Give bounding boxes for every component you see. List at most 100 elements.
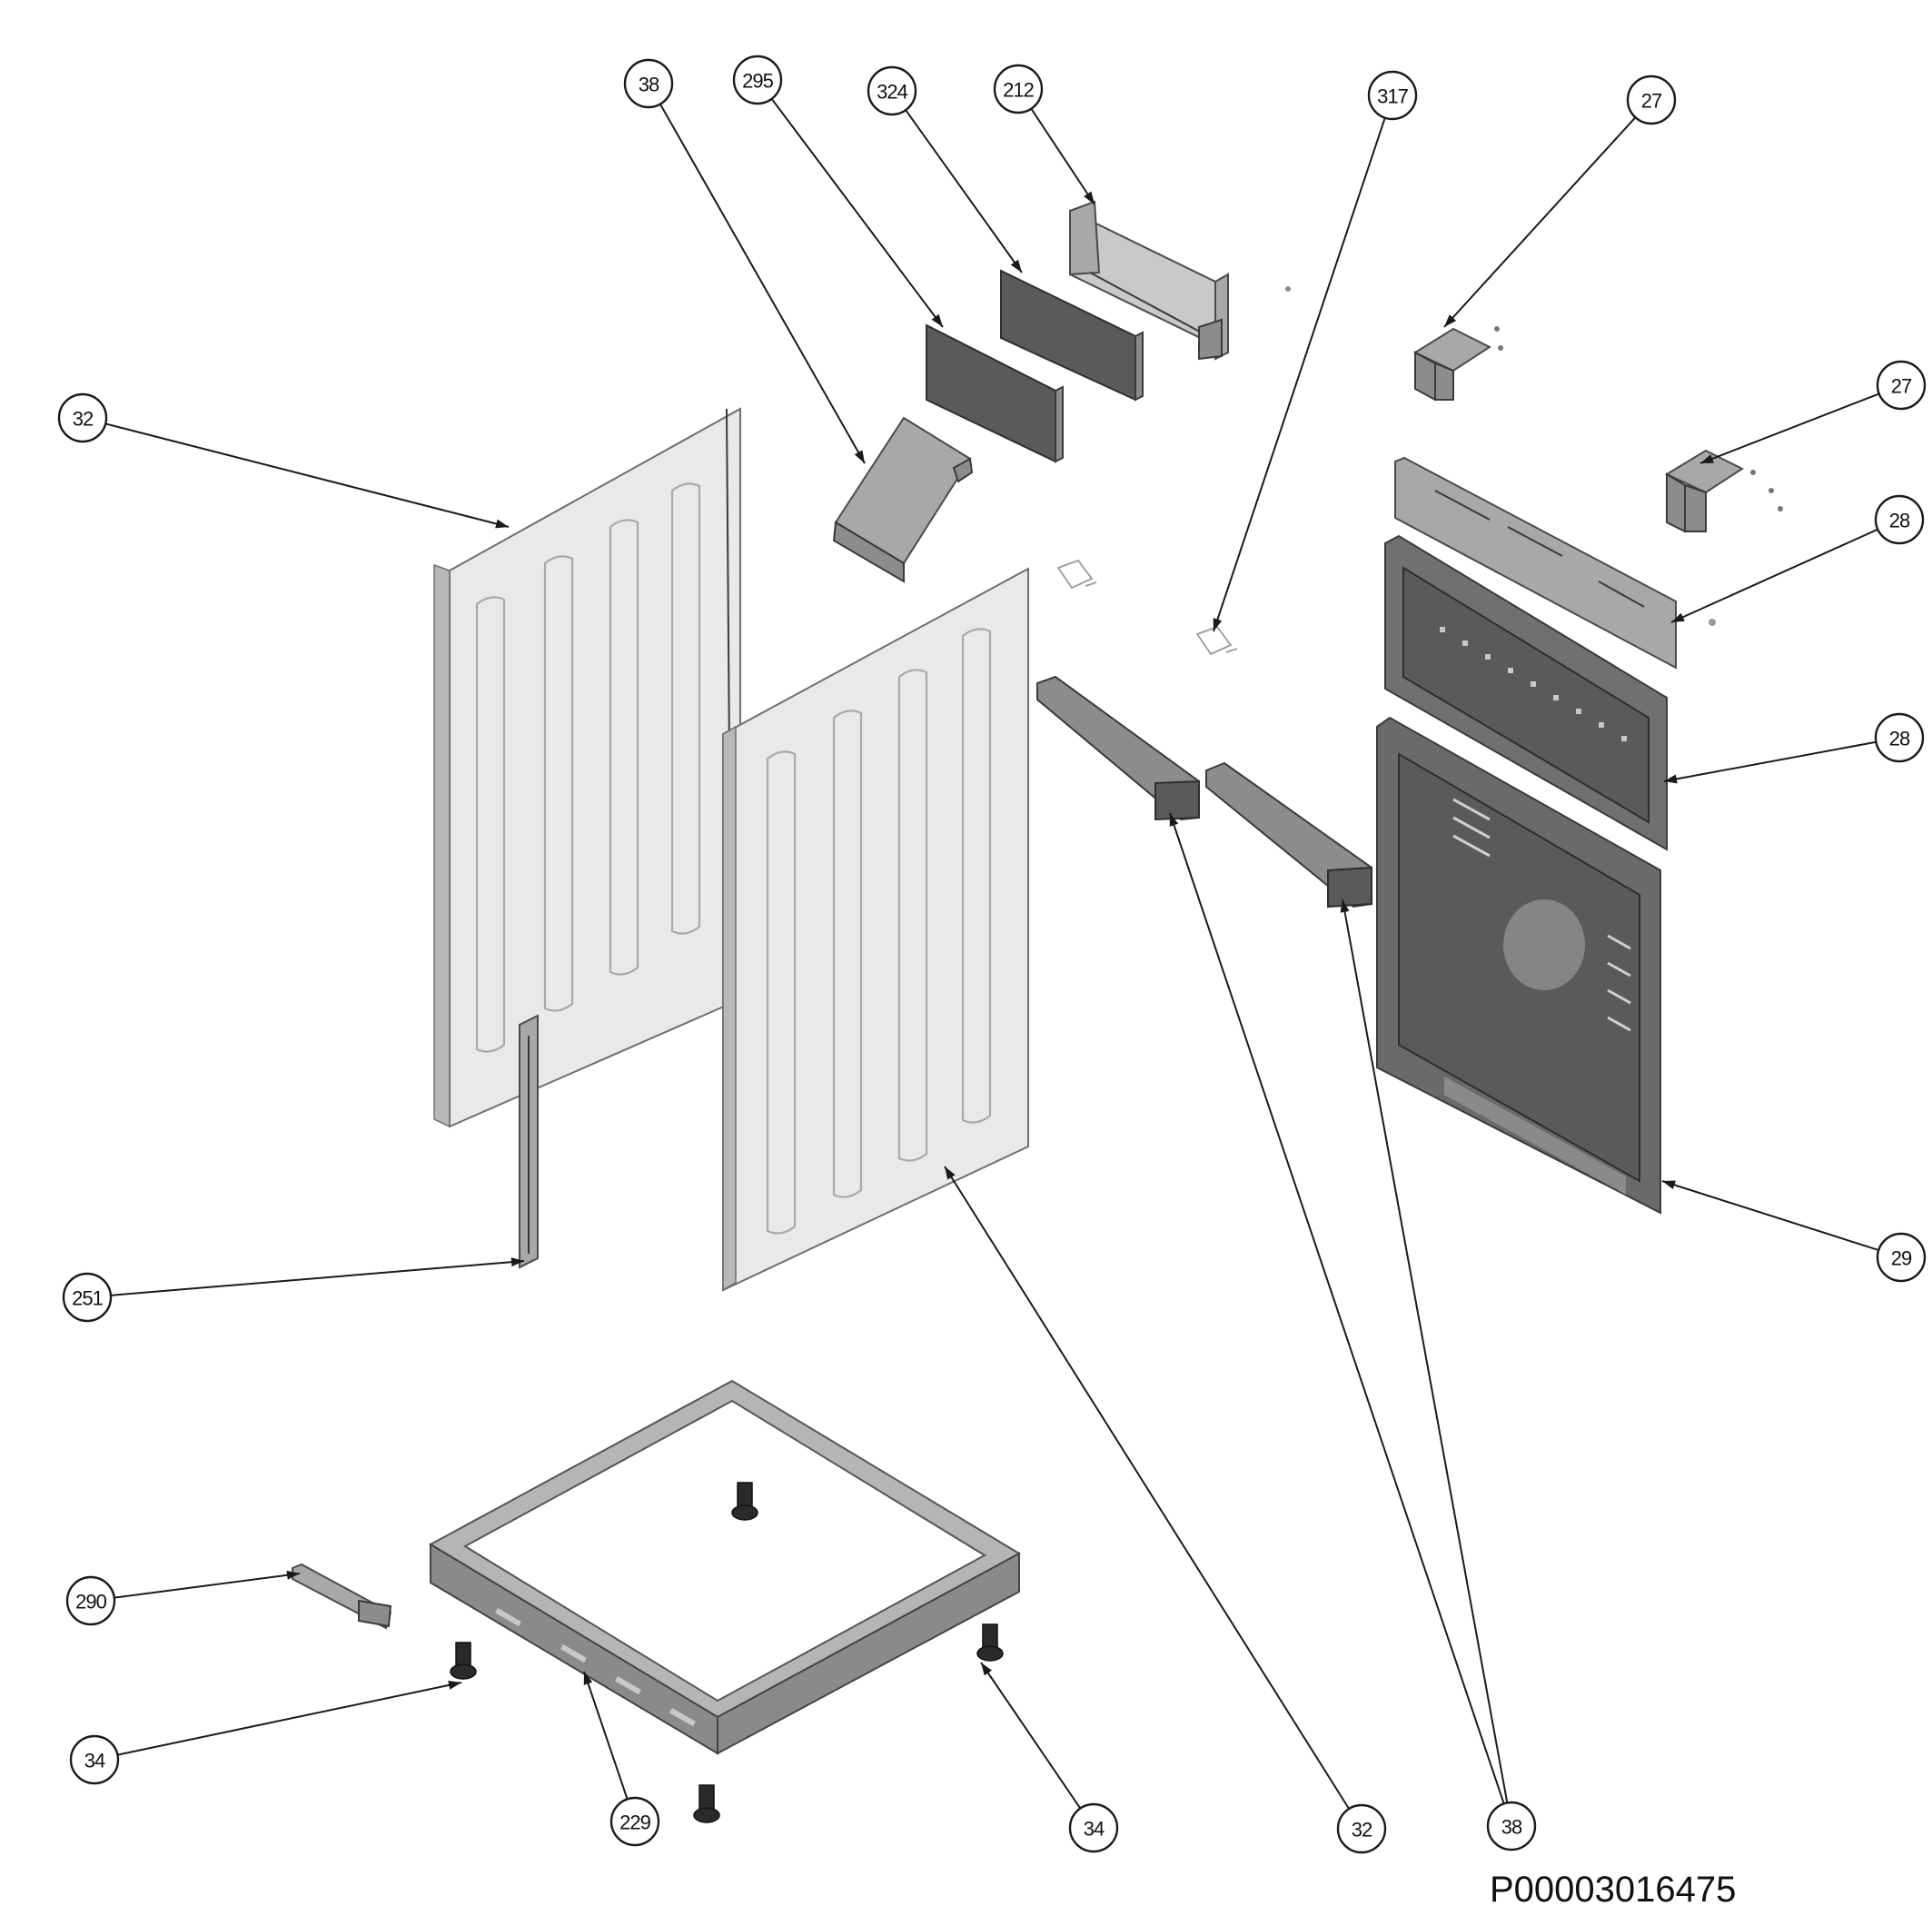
callout-circle [1486, 1801, 1537, 1851]
bracket-27-lower [1664, 449, 1783, 533]
callout-circle [65, 1575, 116, 1626]
callout-290: 290 [65, 1575, 116, 1626]
vertical-strip-251 [519, 1014, 539, 1269]
leader-arrow-32 [495, 519, 509, 529]
leader-lines [104, 98, 1880, 1810]
reference-code: P00003016475 [1490, 1870, 1737, 1910]
callout-number: 32 [1352, 1819, 1372, 1842]
right-side-panel [722, 567, 1029, 1292]
leader-line-38 [1342, 898, 1509, 1803]
leader-line-324 [905, 109, 1023, 273]
leader-arrow-212 [1084, 191, 1095, 204]
leader-arrow-290 [286, 1570, 300, 1580]
leader-line-29 [1661, 1180, 1879, 1252]
leader-line-32 [944, 1166, 1350, 1810]
leader-line-251 [110, 1260, 525, 1296]
callout-number: 295 [742, 70, 773, 93]
leader-line-34 [117, 1682, 462, 1756]
callout-number: 28 [1889, 728, 1910, 750]
callout-32: 32 [1336, 1803, 1387, 1854]
callout-labels: 38 295 324 212 317 27 27 28 28 29 32 251 290 34 229 34 3… [57, 55, 1927, 1854]
callout-number: 27 [1891, 375, 1912, 398]
leader-arrow-27 [1700, 454, 1714, 463]
callout-number: 34 [84, 1750, 105, 1772]
leader-line-27 [1443, 116, 1637, 328]
leader-line-38 [659, 104, 866, 464]
leader-line-27 [1699, 392, 1880, 464]
callout-number: 38 [639, 74, 659, 96]
callout-circle [993, 64, 1044, 114]
base-frame-229 [428, 1379, 1022, 1755]
callout-number: 34 [1084, 1818, 1105, 1841]
callout-212: 212 [993, 64, 1044, 114]
heat-strip-38-left [1036, 675, 1200, 821]
callout-27: 27 [1876, 360, 1927, 411]
callout-number: 324 [877, 81, 907, 104]
callout-circle [1626, 74, 1677, 125]
leader-line-28 [1670, 528, 1878, 623]
rear-bracket-212 [1069, 200, 1229, 361]
leader-line-290 [114, 1573, 301, 1599]
callout-circle [623, 58, 674, 109]
callout-324: 324 [867, 65, 917, 116]
leader-arrow-27 [1444, 314, 1457, 327]
leader-line-229 [583, 1671, 629, 1800]
oven-back-panel-29 [1376, 716, 1661, 1215]
callout-circle [867, 65, 917, 116]
front-top-bracket-28 [1394, 456, 1716, 670]
callout-number: 32 [73, 408, 94, 431]
callout-circle [1874, 494, 1925, 545]
callout-circle [1068, 1802, 1119, 1853]
callout-34: 34 [1068, 1802, 1119, 1853]
callout-circle [609, 1796, 660, 1847]
insulation-panel-295 [926, 323, 1064, 463]
callout-229: 229 [609, 1796, 660, 1847]
leader-arrow-34 [981, 1663, 993, 1676]
bracket-27-upper [1412, 326, 1503, 402]
callout-number: 317 [1377, 85, 1408, 108]
adjustable-feet-34 [450, 1482, 1004, 1823]
callout-number: 38 [1501, 1816, 1522, 1839]
callout-317: 317 [1367, 70, 1418, 121]
callout-number: 27 [1641, 90, 1662, 113]
callout-circle [1336, 1803, 1387, 1854]
callout-circle [1874, 712, 1925, 763]
leader-arrow-28 [1664, 774, 1678, 784]
callout-number: 212 [1003, 79, 1034, 102]
callout-27: 27 [1626, 74, 1677, 125]
leader-arrow-32 [945, 1166, 956, 1180]
callout-circle [1876, 360, 1927, 411]
leader-arrow-229 [583, 1672, 593, 1685]
leader-arrow-28 [1671, 612, 1685, 622]
left-side-panel [433, 407, 741, 1128]
callout-circle [732, 55, 783, 105]
leader-arrow-38 [854, 450, 865, 463]
insulation-panel-324 [1000, 269, 1144, 402]
callout-circle [62, 1272, 113, 1323]
callout-28: 28 [1874, 494, 1925, 545]
leader-arrow-38 [1340, 899, 1350, 913]
leader-line-38 [1169, 812, 1505, 1804]
front-panel-28 [1384, 534, 1668, 851]
leader-arrow-29 [1662, 1180, 1676, 1190]
callout-number: 251 [72, 1287, 103, 1310]
callout-28: 28 [1874, 712, 1925, 763]
leader-arrow-34 [448, 1680, 461, 1690]
callout-34: 34 [69, 1734, 120, 1785]
callout-circle [1876, 1232, 1927, 1283]
callout-number: 29 [1891, 1247, 1912, 1270]
callout-29: 29 [1876, 1232, 1927, 1283]
callout-number: 229 [619, 1812, 650, 1834]
leader-arrow-317 [1213, 618, 1223, 631]
callout-number: 290 [75, 1591, 106, 1613]
leader-line-34 [980, 1662, 1082, 1810]
leader-line-317 [1213, 117, 1386, 632]
callout-38: 38 [623, 58, 674, 109]
callout-32: 32 [57, 392, 108, 443]
callout-number: 28 [1889, 510, 1910, 532]
leader-arrow-251 [510, 1257, 524, 1267]
callout-circle [57, 392, 108, 443]
leader-line-28 [1663, 740, 1877, 782]
callout-circle [69, 1734, 120, 1785]
